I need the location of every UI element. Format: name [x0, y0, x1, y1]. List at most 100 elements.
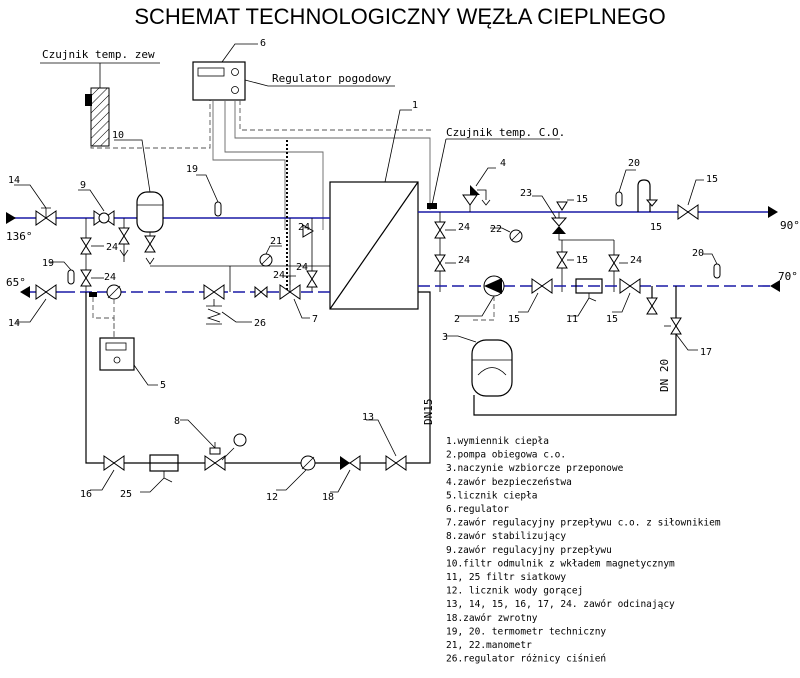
callout-3: 3: [442, 332, 448, 343]
callout-15e: 15: [508, 314, 520, 325]
valve-24e: [302, 224, 314, 238]
filter-10-magnetic: [136, 191, 164, 233]
callout-4: 4: [500, 158, 506, 169]
temp-136: 136°: [6, 230, 33, 243]
valve-9-flow-reg: [93, 210, 115, 226]
valve-24f: [254, 270, 318, 299]
callout-21: 21: [270, 236, 282, 247]
thermometer-19a: [214, 201, 222, 217]
dn20-label: DN 20: [658, 359, 671, 392]
thermometer-20b: [713, 263, 721, 279]
callout-26: 26: [254, 318, 266, 329]
legend-item: 2.pompa obiegowa c.o.: [446, 450, 566, 461]
callout-12: 12: [266, 492, 278, 503]
callout-15b: 15: [576, 194, 588, 205]
valve-24i: [608, 254, 620, 272]
valve-15e: [531, 278, 553, 294]
manometer-22: [509, 229, 523, 243]
circulation-pump-2: [483, 275, 505, 297]
callout-11: 11: [566, 314, 578, 325]
legend-item: 18.zawór zwrotny: [446, 613, 538, 624]
legend-item: 4.zawór bezpieczeństwa: [446, 477, 572, 488]
dn15-label: DN15: [422, 399, 435, 426]
safety-valve-4: [462, 185, 491, 212]
diagram-title: SCHEMAT TECHNOLOGICZNY WĘZŁA CIEPLNEGO: [134, 4, 665, 29]
legend: 1.wymiennik ciepła 2.pompa obiegowa c.o. 3…: [446, 436, 721, 665]
weather-regulator-6: [192, 61, 246, 101]
callout-9: 9: [80, 180, 86, 191]
valve-16: [103, 455, 125, 471]
legend-item: 8.zawór stabilizujący: [446, 531, 566, 542]
bypass-valve-24c: [80, 237, 92, 255]
co-sensor-label: Czujnik temp. C.O.: [446, 126, 565, 139]
heat-meter-flow-sensor: [106, 284, 122, 300]
heat-meter-5: [99, 337, 135, 371]
valve-23: [550, 212, 614, 241]
legend-item: 5.licznik ciepła: [446, 490, 538, 501]
dhw-loop-pipe: [85, 291, 431, 464]
callout-15c: 15: [650, 222, 662, 233]
bypass-valve-24d: [80, 269, 92, 287]
callout-24d: 24: [273, 270, 285, 281]
callout-6: 6: [260, 38, 266, 49]
temp-90: 90°: [780, 219, 800, 232]
manometer-21: [259, 253, 273, 267]
valve-15b: [556, 201, 568, 211]
callout-24g: 24: [458, 255, 470, 266]
callout-14a: 14: [8, 175, 20, 186]
filter-25: [149, 454, 179, 483]
valve-24h: [434, 254, 446, 272]
callout-1: 1: [412, 100, 418, 111]
legend-item: 12. licznik wody gorącej: [446, 586, 583, 597]
valve-15d: [677, 204, 699, 220]
drain-valve-15g: [646, 297, 658, 315]
co-sensor: [427, 203, 437, 209]
callout-20b: 20: [692, 248, 704, 259]
valve-13: [385, 455, 407, 471]
diff-pressure-reg-26: [203, 284, 225, 325]
drain-valve-24a: [118, 227, 130, 257]
stabilizing-valve-8: [204, 433, 247, 471]
callout-2: 2: [454, 314, 460, 325]
callout-15f: 15: [606, 314, 618, 325]
heat-exchanger-1: [329, 181, 419, 310]
temp-70: 70°: [778, 270, 798, 283]
callout-24b: 24: [104, 272, 116, 283]
thermometer-20a: [615, 191, 623, 207]
legend-item: 10.filtr odmulnik z wkładem magnetycznym: [446, 558, 675, 569]
valve-17: [664, 317, 682, 335]
callout-24f: 24: [458, 222, 470, 233]
weather-regulator-label: Regulator pogodowy: [272, 72, 392, 85]
thermometer-19b: [67, 269, 75, 285]
vent-loop: [637, 179, 651, 212]
callout-24c: 24: [298, 222, 310, 233]
valve-24g: [434, 221, 446, 239]
callout-25: 25: [120, 489, 132, 500]
callout-15d: 15: [706, 174, 718, 185]
drain-valve-24b: [144, 235, 156, 265]
check-valve-18: [340, 455, 361, 471]
callout-24h: 24: [630, 255, 642, 266]
legend-item: 9.zawór regulacyjny przepływu: [446, 545, 612, 556]
legend-item: 3.naczynie wzbiorcze przeponowe: [446, 463, 624, 474]
callout-19b: 19: [42, 258, 54, 269]
outdoor-sensor-label: Czujnik temp. zew: [42, 48, 155, 61]
legend-item: 21, 22.manometr: [446, 640, 532, 651]
callout-24a: 24: [106, 242, 118, 253]
strainer-11: [575, 278, 603, 302]
valve-15a: [556, 251, 568, 269]
temp-65: 65°: [6, 276, 26, 289]
callout-15a: 15: [576, 255, 588, 266]
legend-item: 13, 14, 15, 16, 17, 24. zawór odcinający: [446, 599, 675, 610]
callout-13: 13: [362, 412, 374, 423]
legend-item: 7.zawór regulacyjny przepływu c.o. z sił…: [446, 518, 721, 529]
callout-19a: 19: [186, 164, 198, 175]
legend-item: 26.regulator różnicy ciśnień: [446, 654, 606, 665]
legend-item: 1.wymiennik ciepła: [446, 436, 549, 447]
valve-15f: [619, 278, 641, 294]
outdoor-temp-sensor: [40, 62, 160, 147]
legend-item: 11, 25 filtr siatkowy: [446, 572, 566, 583]
callout-10: 10: [112, 130, 124, 141]
